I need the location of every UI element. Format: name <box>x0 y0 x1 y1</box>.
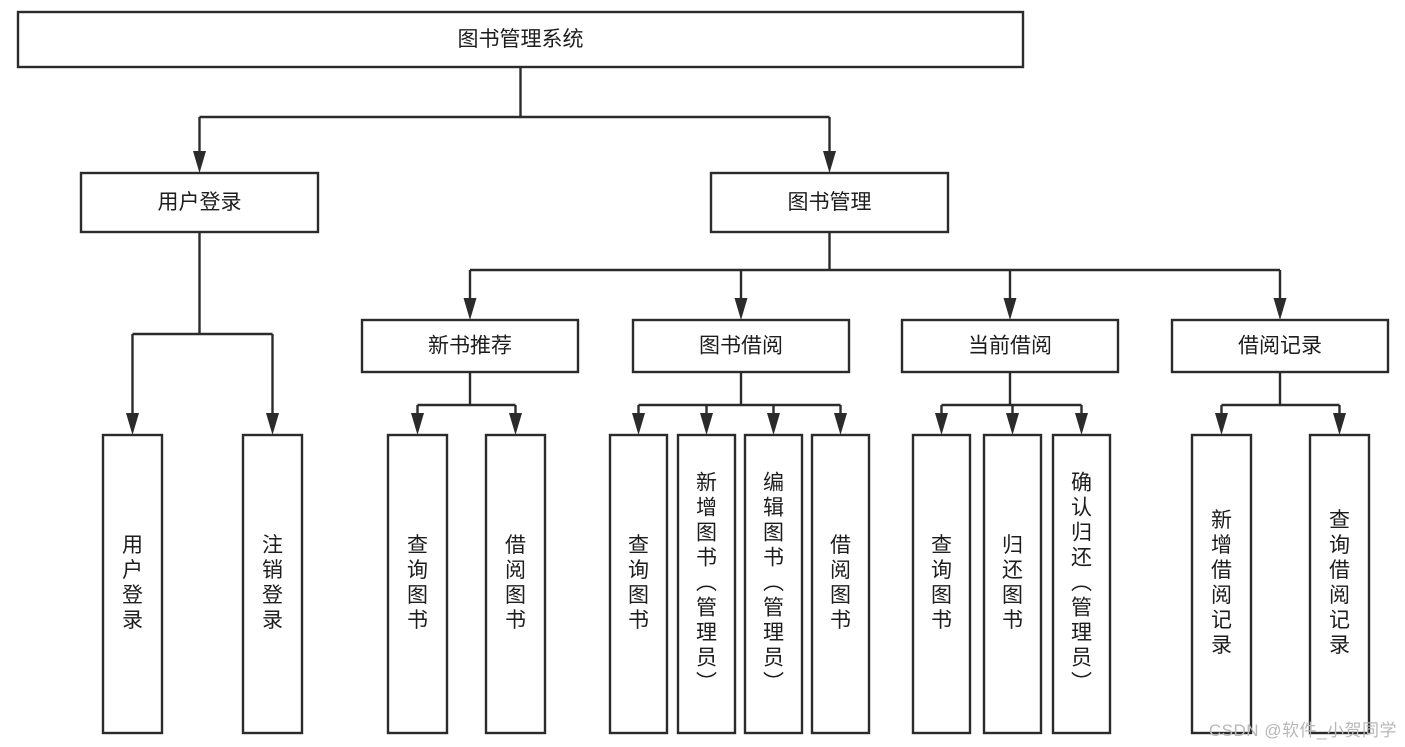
arrow-head-icon <box>266 413 279 435</box>
node-box-borrow-record <box>1170 318 1390 374</box>
node-box-leaf-return-book <box>982 433 1043 735</box>
node-new-book-recommend[interactable]: 新书推荐 <box>360 318 580 374</box>
node-box-leaf-add-book <box>676 433 737 735</box>
node-book-borrow[interactable]: 图书借阅 <box>631 318 851 374</box>
node-box-root <box>16 10 1025 69</box>
node-label-user-login: 用户登录 <box>158 191 242 214</box>
node-label-book-borrow: 图书借阅 <box>699 335 783 358</box>
node-leaf-query-borrow-record[interactable]: 查询借阅记录 <box>1308 433 1371 735</box>
connector-layer <box>126 67 1346 435</box>
node-label-leaf-query-book-current: 查询图书 <box>931 534 952 632</box>
node-root[interactable]: 图书管理系统 <box>16 10 1025 69</box>
node-leaf-query-book-recommend[interactable]: 查询图书 <box>386 433 449 735</box>
node-book-management[interactable]: 图书管理 <box>709 171 950 234</box>
node-label-leaf-user-login: 用户登录 <box>122 534 143 632</box>
node-leaf-add-borrow-record[interactable]: 新增借阅记录 <box>1190 433 1253 735</box>
arrow-head-icon <box>463 298 477 320</box>
node-box-book-borrow <box>631 318 851 374</box>
connector-conn-new-book-recommend <box>411 372 522 435</box>
node-leaf-query-book-borrow[interactable]: 查询图书 <box>608 433 669 735</box>
node-box-leaf-query-book-recommend <box>386 433 449 735</box>
node-label-leaf-query-book-recommend: 查询图书 <box>407 534 428 632</box>
node-label-leaf-confirm-return: 确认归还︵管理员︶ <box>1071 472 1092 695</box>
node-box-leaf-borrow-book <box>810 433 871 735</box>
node-box-user-login <box>79 171 320 234</box>
node-label-root: 图书管理系统 <box>458 28 584 51</box>
node-label-new-book-recommend: 新书推荐 <box>428 335 512 358</box>
arrow-head-icon <box>1006 413 1019 435</box>
arrow-head-icon <box>632 413 645 435</box>
connector-conn-user-login <box>126 232 279 435</box>
connector-conn-current-borrow <box>935 372 1088 435</box>
node-leaf-edit-book[interactable]: 编辑图书︵管理员︶ <box>743 433 804 735</box>
node-box-leaf-user-login <box>101 433 164 735</box>
node-leaf-borrow-book[interactable]: 借阅图书 <box>810 433 871 735</box>
node-leaf-user-login[interactable]: 用户登录 <box>101 433 164 735</box>
arrow-head-icon <box>700 413 713 435</box>
connector-conn-root <box>193 67 836 173</box>
arrow-head-icon <box>834 413 847 435</box>
arrow-head-icon <box>1273 298 1287 320</box>
node-box-leaf-logout <box>241 433 304 735</box>
arrow-head-icon <box>411 413 424 435</box>
node-box-current-borrow <box>900 318 1120 374</box>
node-label-leaf-return-book: 归还图书 <box>1002 534 1023 632</box>
node-current-borrow[interactable]: 当前借阅 <box>900 318 1120 374</box>
arrow-head-icon <box>193 151 206 173</box>
node-box-leaf-query-book-current <box>911 433 972 735</box>
node-box-leaf-confirm-return <box>1051 433 1112 735</box>
node-label-leaf-logout: 注销登录 <box>262 534 283 632</box>
arrow-head-icon <box>1215 413 1228 435</box>
node-box-leaf-query-book-borrow <box>608 433 669 735</box>
arrow-head-icon <box>767 413 780 435</box>
node-label-leaf-query-book-borrow: 查询图书 <box>628 534 649 632</box>
node-label-leaf-query-borrow-record: 查询借阅记录 <box>1329 509 1350 657</box>
node-leaf-logout[interactable]: 注销登录 <box>241 433 304 735</box>
arrow-head-icon <box>935 413 948 435</box>
connector-conn-book-management <box>463 232 1287 320</box>
node-leaf-query-book-current[interactable]: 查询图书 <box>911 433 972 735</box>
node-leaf-return-book[interactable]: 归还图书 <box>982 433 1043 735</box>
node-box-leaf-query-borrow-record <box>1308 433 1371 735</box>
node-label-leaf-borrow-book: 借阅图书 <box>830 534 851 632</box>
arrow-head-icon <box>126 413 139 435</box>
node-leaf-borrow-book-recommend[interactable]: 借阅图书 <box>484 433 547 735</box>
node-label-book-management: 图书管理 <box>788 191 872 214</box>
node-borrow-record[interactable]: 借阅记录 <box>1170 318 1390 374</box>
connector-conn-borrow-record <box>1215 372 1346 435</box>
arrow-head-icon <box>823 151 836 173</box>
arrow-head-icon <box>509 413 522 435</box>
arrow-head-icon <box>1003 298 1017 320</box>
arrow-head-icon <box>1333 413 1346 435</box>
node-box-leaf-borrow-book-recommend <box>484 433 547 735</box>
connector-conn-book-borrow <box>632 372 847 435</box>
node-label-borrow-record: 借阅记录 <box>1238 335 1322 358</box>
node-label-leaf-add-book: 新增图书︵管理员︶ <box>696 472 717 695</box>
node-layer: 图书管理系统用户登录图书管理新书推荐图书借阅当前借阅借阅记录用户登录注销登录查询… <box>16 10 1390 735</box>
node-leaf-confirm-return[interactable]: 确认归还︵管理员︶ <box>1051 433 1112 735</box>
arrow-head-icon <box>1075 413 1088 435</box>
node-label-current-borrow: 当前借阅 <box>968 335 1052 358</box>
node-label-leaf-add-borrow-record: 新增借阅记录 <box>1211 509 1232 657</box>
arrow-head-icon <box>734 298 748 320</box>
node-label-leaf-edit-book: 编辑图书︵管理员︶ <box>763 472 784 695</box>
node-leaf-add-book[interactable]: 新增图书︵管理员︶ <box>676 433 737 735</box>
node-box-leaf-edit-book <box>743 433 804 735</box>
node-label-leaf-borrow-book-recommend: 借阅图书 <box>505 534 526 632</box>
node-box-book-management <box>709 171 950 234</box>
node-box-leaf-add-borrow-record <box>1190 433 1253 735</box>
node-box-new-book-recommend <box>360 318 580 374</box>
node-user-login[interactable]: 用户登录 <box>79 171 320 234</box>
